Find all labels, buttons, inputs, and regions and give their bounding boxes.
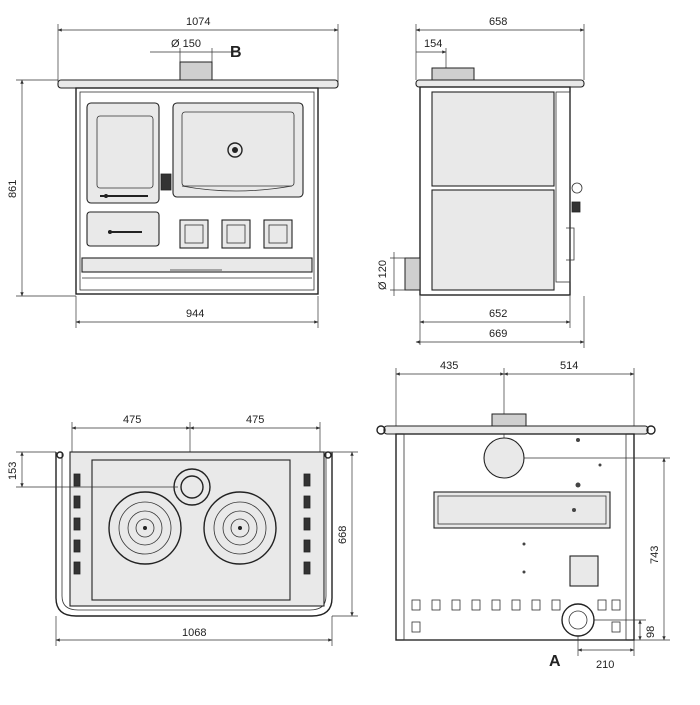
flue-from-back-label: 153: [7, 462, 19, 480]
inlet-marker-a: A: [549, 653, 561, 670]
rear-left-to-flue-label: 435: [440, 360, 458, 372]
side-depth-body-label: 652: [489, 308, 507, 320]
top-right-half-label: 475: [246, 414, 264, 426]
front-width-top-label: 1074: [186, 16, 210, 28]
rear-view: 435 514: [376, 360, 670, 671]
top-width-label: 1068: [182, 627, 206, 639]
side-depth-total-label: 669: [489, 328, 507, 340]
inlet-diameter-label: Ø 120: [377, 260, 389, 290]
flue-marker-b: B: [230, 44, 242, 61]
flue-diameter-label: Ø 150: [171, 38, 201, 50]
top-left-half-label: 475: [123, 414, 141, 426]
rear-inlet-offset-label: 210: [596, 659, 614, 671]
front-view: 1074 Ø 150 B: [7, 16, 339, 328]
front-width-base-label: 944: [186, 308, 204, 320]
rear-inlet-height-label: 98: [645, 626, 657, 638]
rear-flue-to-right-label: 514: [560, 360, 578, 372]
rear-flue-height-label: 743: [649, 546, 661, 564]
top-view: 475 475: [7, 414, 358, 646]
flue-offset-label: 154: [424, 38, 442, 50]
side-depth-top-label: 658: [489, 16, 507, 28]
side-view: 658 154 Ø 120 652 669: [377, 16, 585, 348]
top-depth-label: 668: [337, 526, 349, 544]
front-height-label: 861: [7, 180, 19, 198]
